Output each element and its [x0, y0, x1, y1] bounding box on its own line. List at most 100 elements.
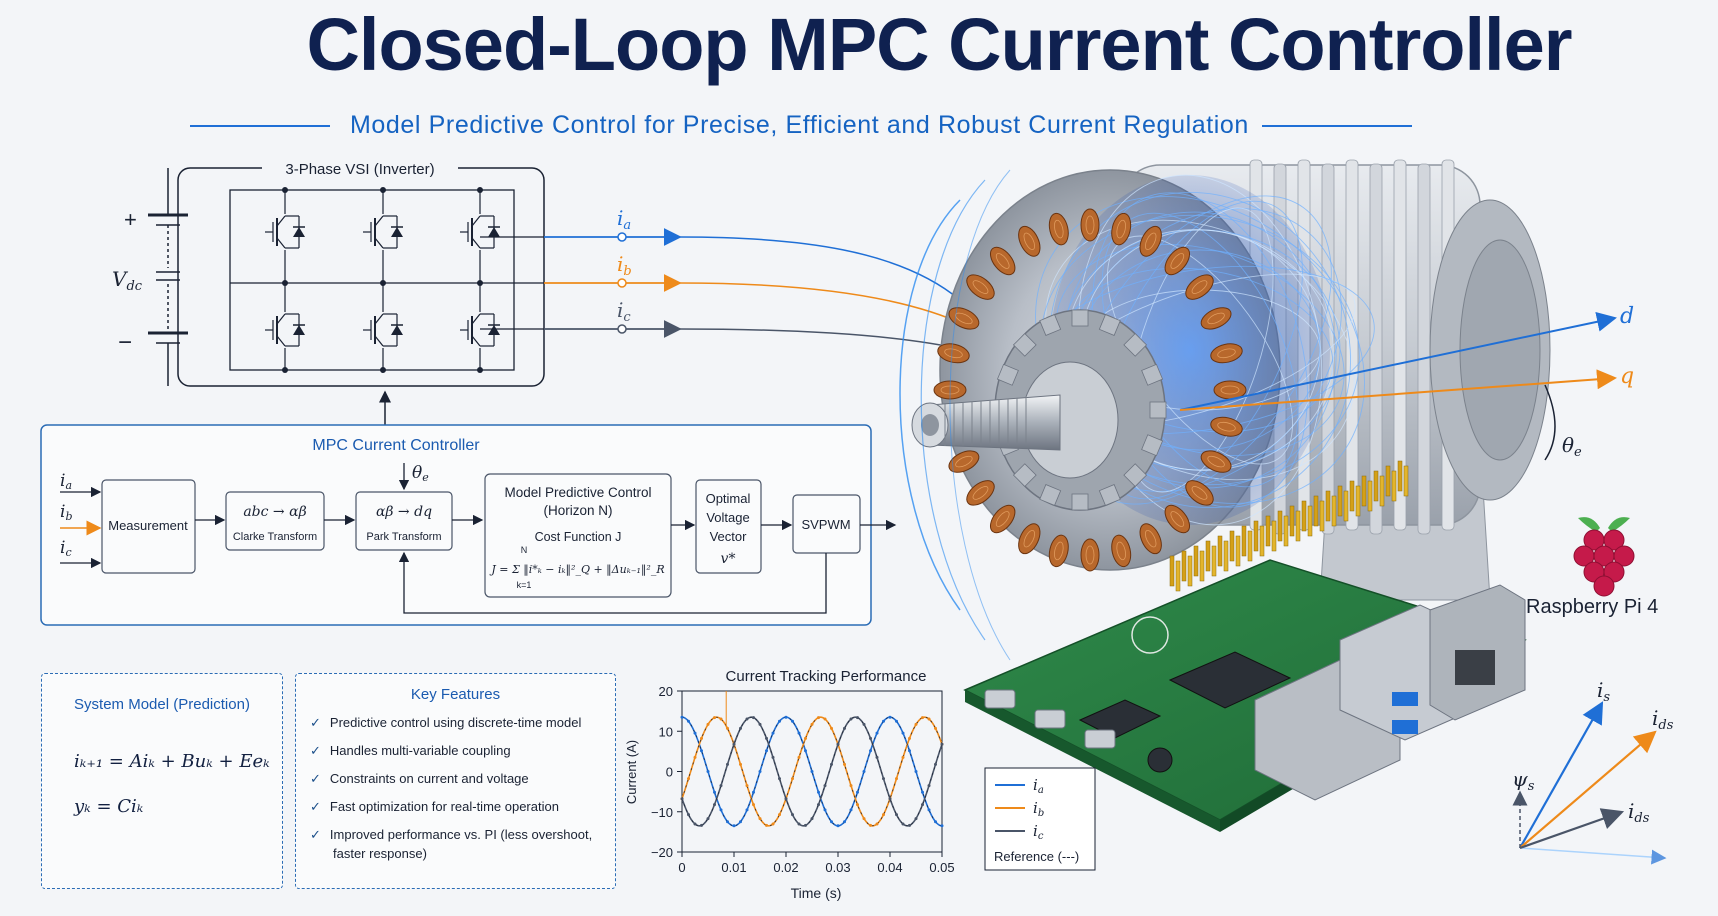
- park-label: Park Transform: [366, 531, 441, 543]
- series-point: [739, 762, 742, 766]
- q-axis-label: q: [1620, 364, 1634, 389]
- opt-line-2: Voltage: [706, 510, 749, 525]
- series-point: [862, 817, 866, 821]
- y-tick-label: −10: [651, 805, 673, 820]
- series-point: [862, 722, 866, 726]
- series-point: [869, 823, 872, 827]
- series-point: [921, 803, 924, 807]
- series-point: [758, 770, 762, 773]
- feature-item: ✓Predictive control using discrete-time …: [310, 715, 582, 730]
- series-point: [765, 749, 768, 753]
- series-point: [804, 823, 807, 827]
- y-tick-label: 10: [659, 724, 673, 739]
- series-point: [693, 822, 697, 826]
- vec-ids-2: ids: [1628, 799, 1650, 826]
- series-point: [810, 722, 814, 726]
- series-point: [778, 777, 781, 781]
- legend-b: ib: [1033, 799, 1044, 819]
- series-point: [700, 749, 703, 753]
- series-point: [765, 736, 768, 740]
- series-point: [739, 726, 742, 730]
- igbt-switch: [460, 214, 500, 250]
- cost-label: Cost Function J: [535, 530, 622, 544]
- clarke-block: [225, 491, 325, 551]
- series-point: [687, 719, 690, 723]
- check-icon: ✓: [310, 743, 321, 758]
- series-point: [745, 784, 749, 788]
- series-point: [856, 803, 859, 807]
- svpwm-label: SVPWM: [801, 517, 850, 532]
- igbt-switch: [363, 312, 403, 348]
- series-point: [693, 731, 697, 735]
- series-point: [739, 820, 742, 824]
- raspberry-pi-board: [963, 460, 1527, 832]
- mpc-title-2: (Horizon N): [543, 503, 612, 518]
- clarke-label: Clarke Transform: [233, 531, 317, 543]
- series-point: [771, 755, 775, 759]
- opt-line-4: v*: [721, 551, 736, 567]
- series-point: [752, 803, 755, 807]
- series-point: [778, 719, 781, 723]
- igbt-switches: [265, 187, 544, 373]
- shaft-splines: [944, 396, 1027, 446]
- series-point: [921, 716, 924, 720]
- series-point: [713, 803, 716, 807]
- series-point: [836, 742, 840, 746]
- park-math: αβ → dq: [376, 504, 432, 520]
- check-icon: ✓: [310, 715, 321, 730]
- series-point: [875, 731, 879, 735]
- series-point: [895, 777, 898, 781]
- dc-minus: −: [118, 329, 132, 356]
- series-point: [804, 736, 807, 740]
- y-tick-label: 20: [659, 684, 673, 699]
- x-tick-label: 0: [678, 860, 685, 875]
- series-point: [914, 722, 918, 726]
- series-point: [901, 822, 905, 826]
- series-point: [869, 749, 872, 753]
- vec-is: is: [1597, 678, 1610, 705]
- clarke-math: abc → αβ: [243, 504, 306, 520]
- series-point: [732, 742, 736, 746]
- series-point: [745, 717, 749, 721]
- vec-psi: ψs: [1512, 767, 1535, 794]
- series-point: [687, 777, 690, 781]
- series-point: [687, 813, 690, 817]
- series-point: [908, 823, 911, 827]
- measurement-label: Measurement: [108, 518, 188, 533]
- mpc-block: [484, 473, 672, 598]
- series-point: [888, 797, 892, 801]
- check-icon: ✓: [310, 771, 321, 786]
- main-title: Closed-Loop MPC Current Controller: [306, 3, 1572, 86]
- series-point: [882, 813, 885, 817]
- series-point: [797, 755, 801, 759]
- phase-label-a: ia: [617, 206, 631, 233]
- series-point: [921, 790, 924, 794]
- series-point: [791, 813, 794, 817]
- series-point: [934, 820, 937, 824]
- series-point: [940, 742, 944, 746]
- legend-a: ia: [1033, 776, 1044, 796]
- series-point: [927, 808, 931, 812]
- raspberry-pi-label: Raspberry Pi 4: [1526, 596, 1659, 618]
- series-point: [758, 817, 762, 821]
- series-point: [830, 726, 833, 730]
- series-point: [680, 797, 684, 801]
- cost-formula: J = Σ ‖i*ₖ − iₖ‖²_Q + ‖Δuₖ₋₁‖²_R: [489, 563, 664, 577]
- series-point: [862, 770, 866, 773]
- series-point: [706, 770, 710, 773]
- series-point: [927, 784, 931, 788]
- inverter-outline: [177, 167, 545, 387]
- x-tick-label: 0.03: [825, 860, 850, 875]
- legend-c: ic: [1033, 822, 1044, 842]
- motor-illustration: d q θe: [899, 159, 1634, 661]
- series-point: [791, 719, 794, 723]
- series-point: [719, 717, 723, 721]
- series-point: [719, 808, 723, 812]
- series-point: [940, 824, 944, 828]
- series-point: [784, 715, 788, 719]
- series-point: [849, 717, 853, 721]
- series-point: [875, 822, 879, 826]
- mpc-controller: MPC Current Controller ia ib ic Measurem…: [40, 424, 897, 626]
- chart-legend: ia ib ic Reference (---): [984, 767, 1096, 871]
- subtitle-rule-right: [1262, 125, 1412, 127]
